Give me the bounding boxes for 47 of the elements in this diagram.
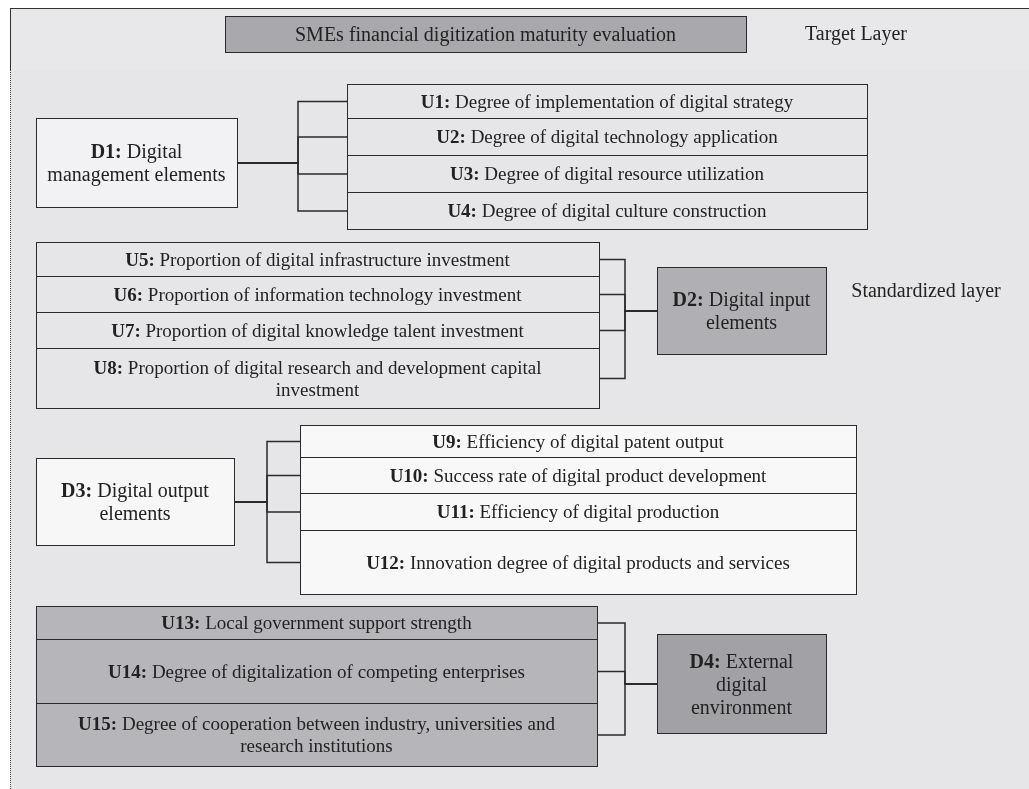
box-text: U9: Efficiency of digital patent output — [432, 430, 724, 453]
indicator-box — [656, 267, 827, 355]
indicator-box — [35, 606, 598, 640]
box-text: U10: Success rate of digital product development — [389, 464, 767, 487]
box-text: U8: Proportion of digital research and development capital investment — [92, 356, 543, 401]
box-text: U4: Degree of digital culture construction — [447, 200, 767, 222]
indicator-box — [346, 118, 868, 156]
indicator-box — [35, 276, 600, 313]
connector-line — [237, 162, 348, 212]
box-text: U6: Proportion of information technology investment — [113, 283, 522, 306]
connector-line — [599, 310, 658, 380]
box-text: D2: Digital input elements — [671, 288, 812, 334]
box-text: D4: External digital environment — [688, 649, 795, 719]
indicator-box — [35, 458, 235, 546]
box-text: D1: Digital management elements — [46, 140, 227, 186]
indicator-box — [224, 15, 747, 53]
layer-label: Target Layer — [803, 21, 909, 45]
box-text: U5: Proportion of digital infrastructure investment — [125, 248, 510, 271]
box-text: U3: Degree of digital resource utilization — [450, 163, 764, 185]
box-text: D3: Digital output elements — [60, 479, 210, 525]
indicator-box — [35, 348, 600, 409]
indicator-box — [35, 242, 600, 277]
indicator-box — [35, 703, 598, 767]
indicator-box — [346, 155, 868, 193]
box-text: U1: Degree of implementation of digital strategy — [420, 90, 794, 113]
indicator-box — [299, 530, 857, 595]
indicator-box — [299, 425, 857, 458]
connector-line — [597, 683, 658, 736]
indicator-box — [35, 312, 600, 349]
indicator-box — [35, 639, 598, 704]
box-text: U13: Local government support strength — [161, 612, 472, 634]
box-text: U7: Proportion of digital knowledge talent investment — [111, 319, 524, 342]
box-text: U15: Degree of cooperation between industry, universities and research institutions — [77, 713, 556, 757]
box-text: U2: Degree of digital technology application — [436, 126, 778, 148]
indicator-box — [299, 457, 857, 494]
indicator-box — [346, 84, 868, 119]
indicator-box — [346, 192, 868, 230]
box-text: SMEs financial digitization maturity evaluation — [295, 22, 676, 46]
indicator-box — [656, 634, 827, 734]
box-text: U11: Efficiency of digital production — [436, 501, 720, 523]
indicator-box — [35, 118, 238, 208]
box-text: U12: Innovation degree of digital products and services — [366, 551, 790, 574]
box-text: U14: Degree of digitalization of competing enterprises — [108, 660, 525, 683]
layer-band — [10, 70, 1029, 789]
indicator-box — [299, 493, 857, 531]
layer-label: Standardized layer — [851, 278, 1001, 302]
layer-band — [10, 8, 1029, 71]
